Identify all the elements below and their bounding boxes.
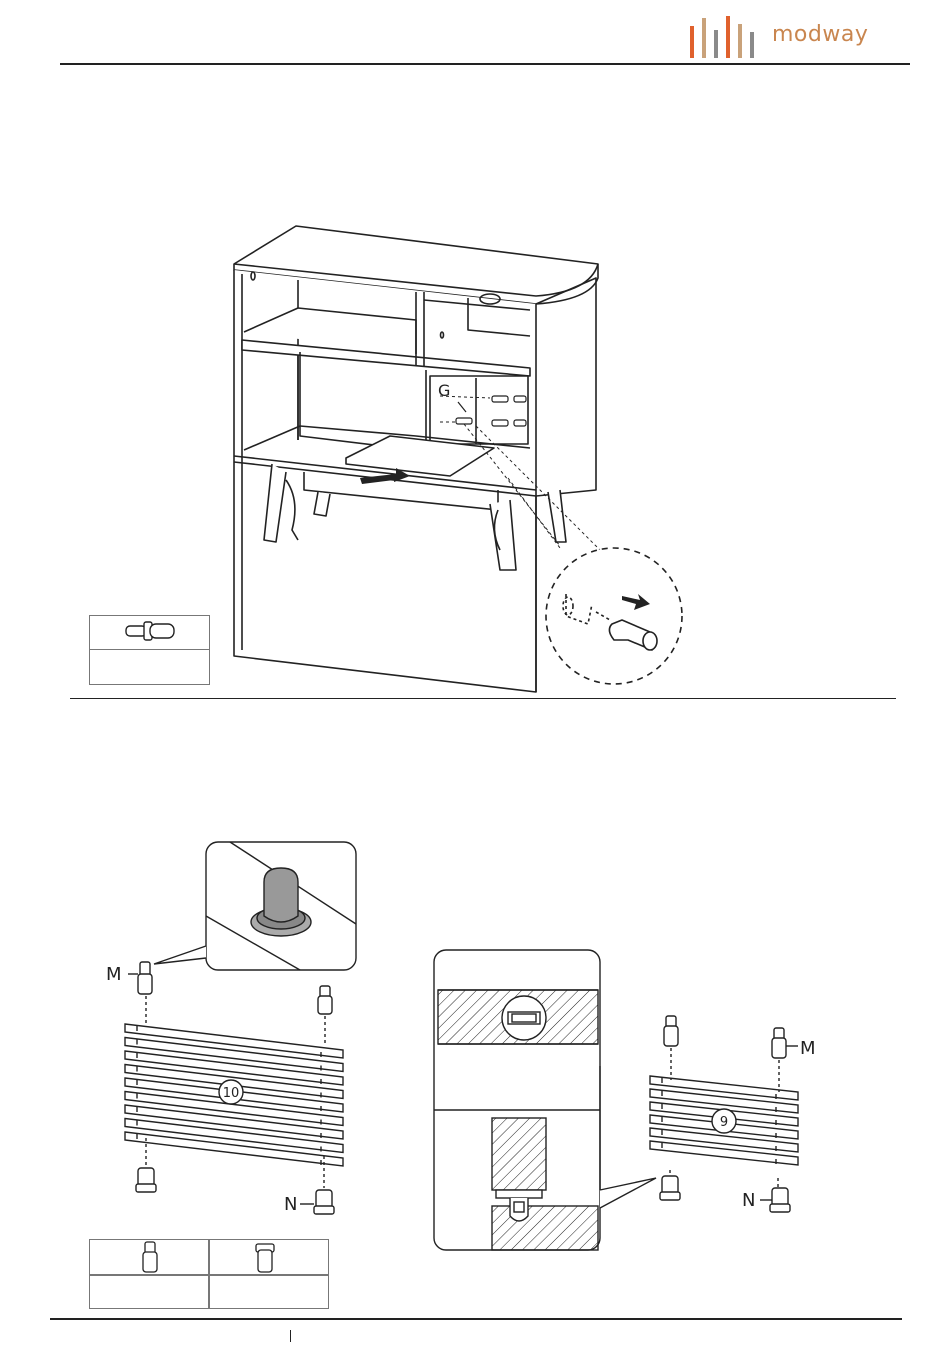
- part-g-label: G: [438, 381, 450, 400]
- section-divider: [70, 698, 896, 699]
- footer-rule: [50, 1318, 902, 1320]
- brand-name: modway: [772, 22, 868, 47]
- part-m-label-left: M: [106, 964, 122, 985]
- panel-number-9: 9: [720, 1115, 728, 1130]
- part-n-label-left: N: [284, 1194, 297, 1215]
- panel-10-assembly-diagram: 10 M N: [80, 838, 380, 1228]
- panel-9-assembly-diagram: 9 M N: [640, 1010, 860, 1230]
- shelf-pin-icon: [120, 618, 180, 646]
- footer-separator: [290, 1330, 291, 1342]
- part-m-label-right: M: [800, 1038, 816, 1059]
- parts-box-count: [89, 649, 210, 685]
- logo-bar: [714, 30, 718, 58]
- logo-bar: [690, 26, 694, 58]
- panel-number-10: 10: [223, 1086, 240, 1101]
- logo-bar: [738, 24, 742, 58]
- logo-bar: [702, 18, 706, 58]
- wooden-dowel-icon: [138, 1240, 162, 1274]
- logo-bar: [726, 16, 730, 58]
- logo-bar: [750, 32, 754, 58]
- header-rule: [60, 63, 910, 65]
- part-n-label-right: N: [742, 1190, 755, 1211]
- cam-bolt-icon: [252, 1240, 278, 1274]
- parts-count-m: [89, 1274, 210, 1309]
- brand-logo-icon: [688, 14, 768, 60]
- parts-count-n: [208, 1274, 329, 1309]
